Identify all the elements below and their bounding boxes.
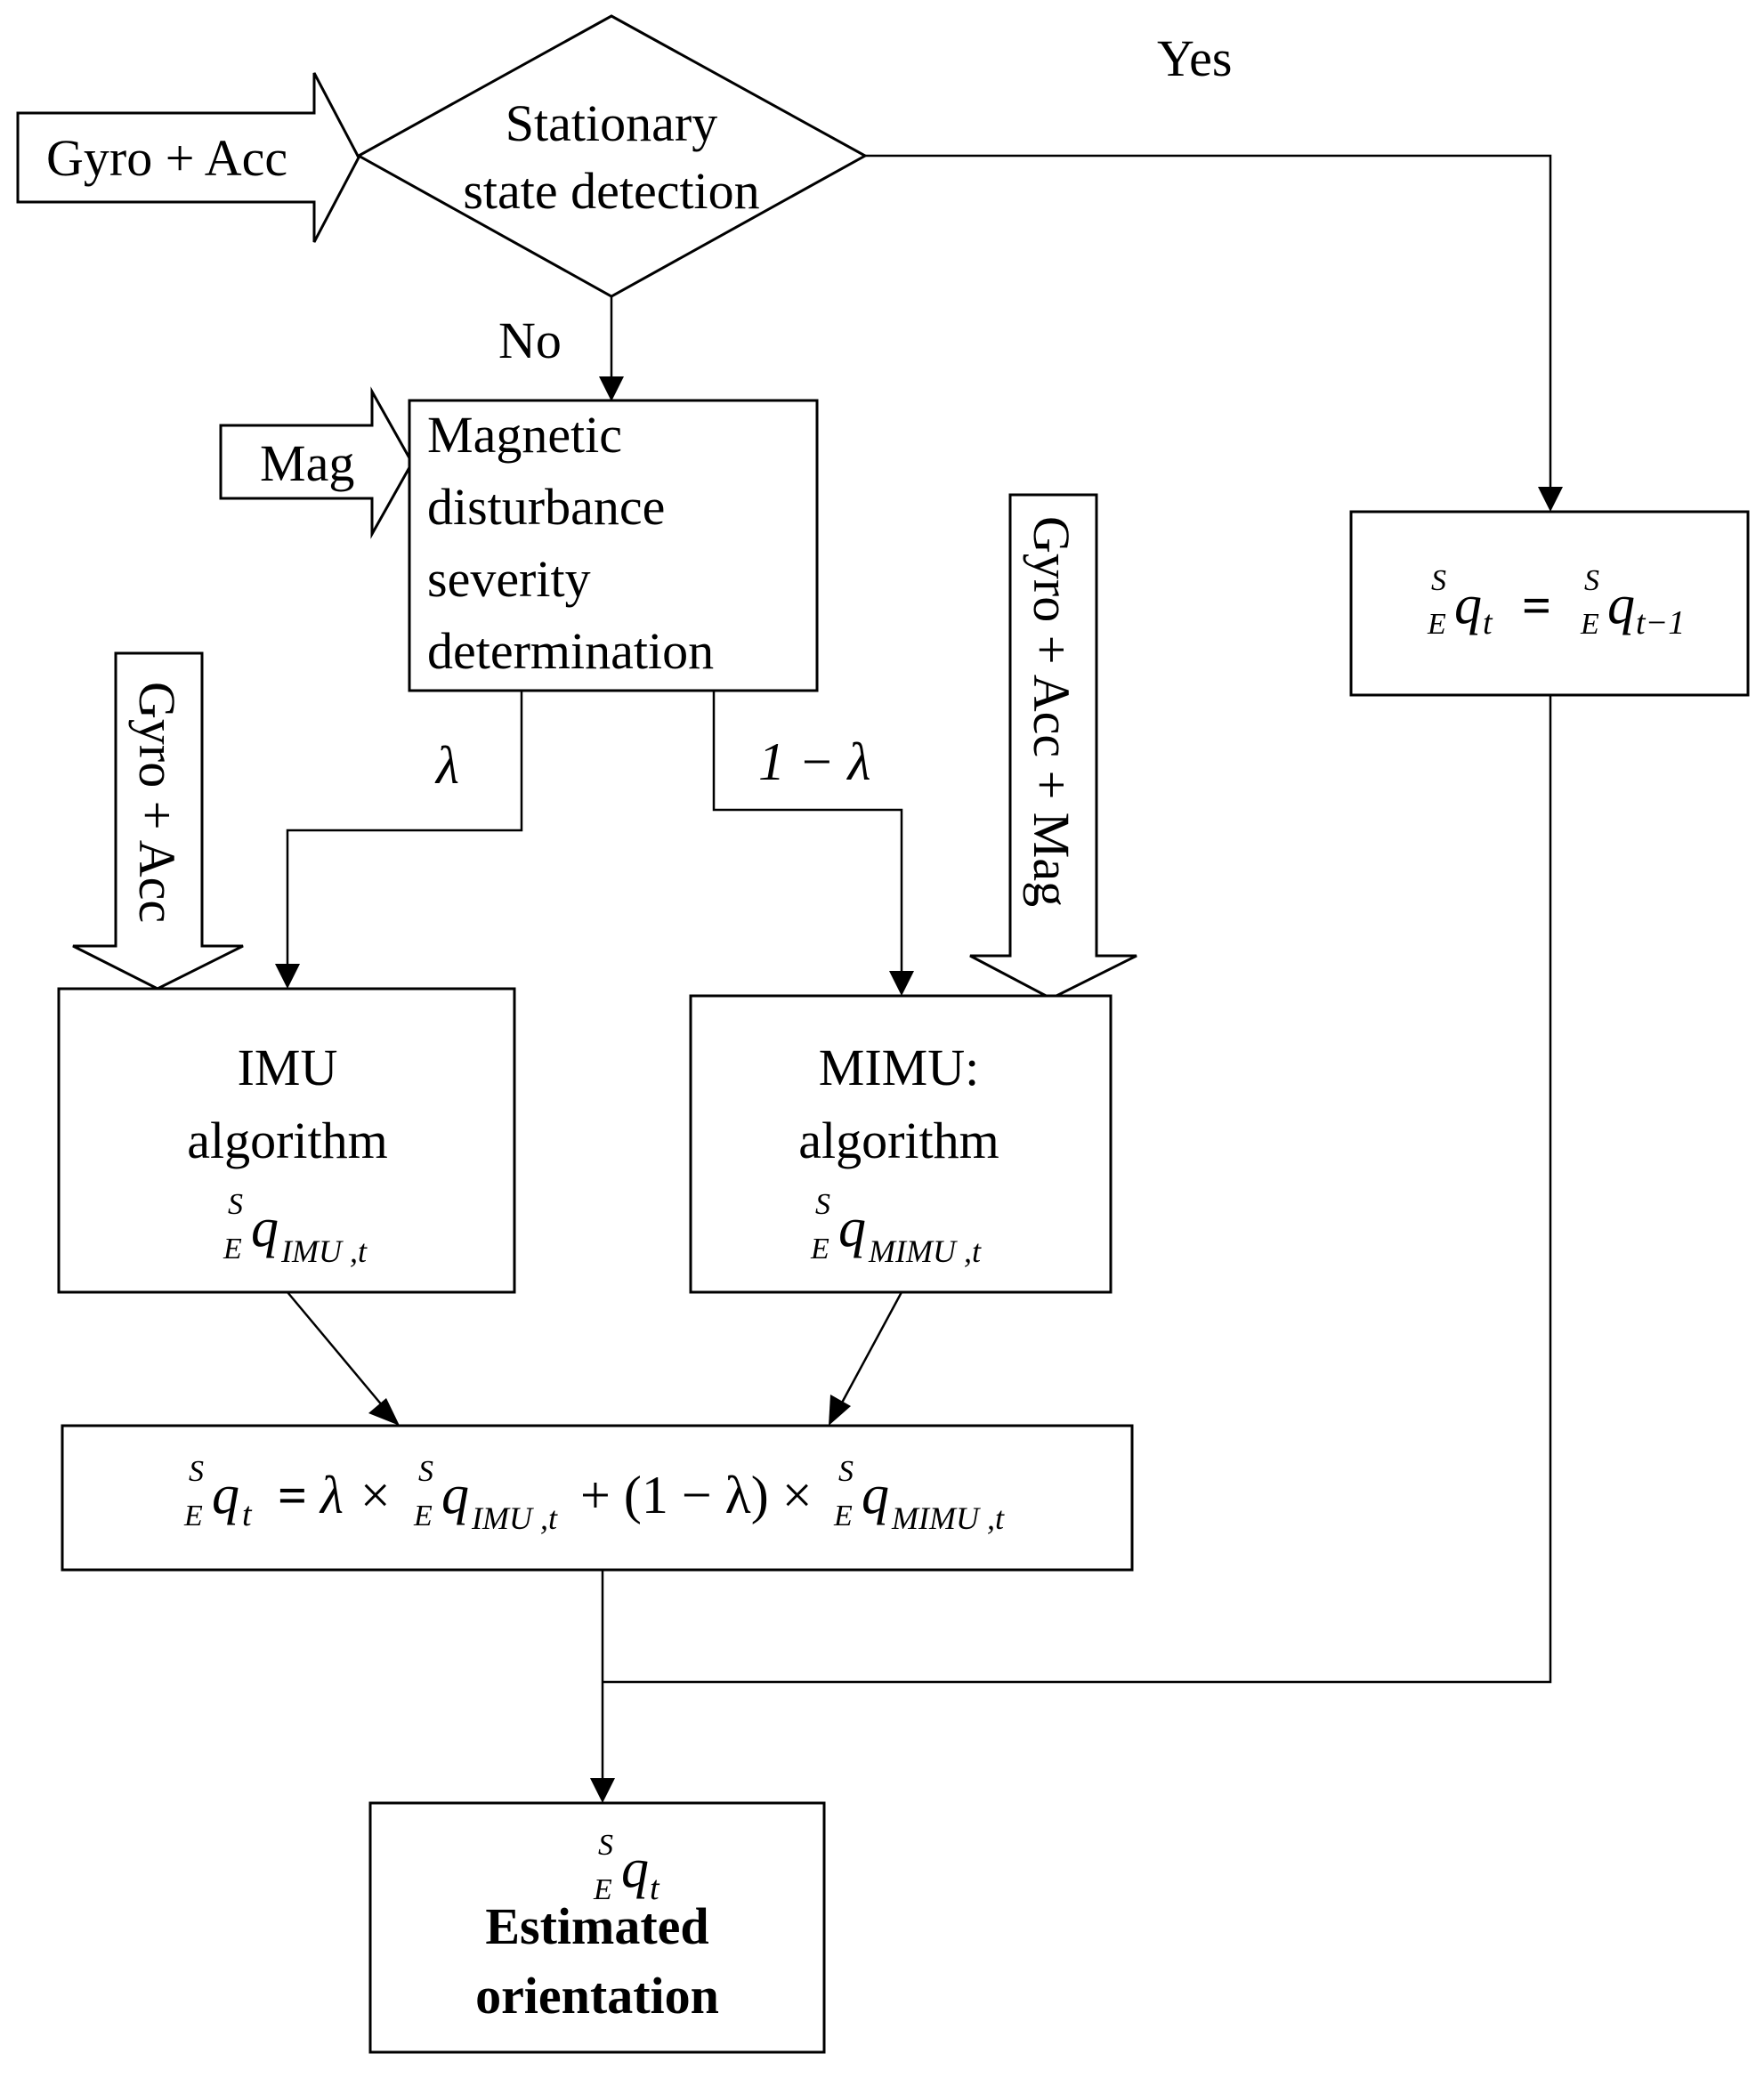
svg-text:q: q xyxy=(1607,575,1635,635)
svg-text:E: E xyxy=(810,1233,829,1265)
label-yes: Yes xyxy=(1157,29,1232,87)
svg-text:q: q xyxy=(441,1465,469,1525)
input-label-gyro-acc-vertical: Gyro + Acc xyxy=(128,682,186,923)
arrowhead-mimu-to-combine xyxy=(829,1395,851,1426)
input-arrow-gyro-acc xyxy=(16,72,360,243)
svg-text:E: E xyxy=(833,1500,853,1532)
input-label-gyro-acc: Gyro + Acc xyxy=(46,129,287,187)
svg-text:E: E xyxy=(1580,608,1599,641)
estimated-line1: Estimated xyxy=(485,1897,708,1955)
estimated-orientation-box xyxy=(368,1801,826,2054)
connector-one-minus-lambda xyxy=(712,691,903,974)
svg-text:t: t xyxy=(242,1496,253,1533)
input-arrow-mag xyxy=(219,386,414,539)
svg-text:S: S xyxy=(815,1188,830,1221)
magnetic-line1: Magnetic xyxy=(427,406,622,464)
svg-text:E: E xyxy=(183,1500,203,1532)
imu-algorithm-box xyxy=(57,987,516,1294)
arrowhead-one-minus-lambda xyxy=(889,971,914,996)
arrowhead-lambda xyxy=(275,964,300,989)
arrowhead-no xyxy=(599,376,624,401)
svg-text:q: q xyxy=(251,1198,279,1258)
formula-hold: S E q t = S E q t−1 xyxy=(1427,564,1685,642)
svg-text:S: S xyxy=(838,1455,854,1488)
label-one-minus-lambda: 1 − λ xyxy=(758,732,870,791)
magnetic-line2: disturbance xyxy=(427,478,665,536)
weighted-combination-box xyxy=(61,1424,1134,1572)
svg-text:t−1: t−1 xyxy=(1636,604,1685,642)
imu-line1: IMU xyxy=(238,1039,338,1096)
connector-imu-to-combine xyxy=(287,1291,384,1407)
svg-text:+ (1 − λ) ×: + (1 − λ) × xyxy=(580,1466,813,1524)
svg-text:t: t xyxy=(650,1870,660,1907)
svg-text:t: t xyxy=(1483,604,1493,642)
label-lambda: λ xyxy=(434,736,459,795)
svg-text:q: q xyxy=(838,1198,866,1258)
svg-text:IMU ,t: IMU ,t xyxy=(471,1500,558,1536)
svg-text:q: q xyxy=(212,1465,239,1525)
svg-text:IMU ,t: IMU ,t xyxy=(280,1233,368,1269)
svg-text:S: S xyxy=(598,1829,613,1862)
mimu-line1: MIMU: xyxy=(819,1039,979,1096)
magnetic-line3: severity xyxy=(427,550,591,608)
input-label-mag: Mag xyxy=(260,434,354,492)
formula-mimu: S E q MIMU ,t xyxy=(810,1188,982,1269)
input-arrow-gyro-acc-mag xyxy=(969,493,1137,1000)
input-arrow-gyro-acc-vertical xyxy=(72,651,244,990)
svg-text:S: S xyxy=(228,1188,243,1221)
formula-imu: S E q IMU ,t xyxy=(223,1188,368,1269)
connector-yes xyxy=(865,154,1552,491)
svg-text:λ ×: λ × xyxy=(319,1466,392,1524)
svg-text:E: E xyxy=(223,1233,242,1265)
estimated-line2: orientation xyxy=(475,1967,719,2025)
stationary-state-decision xyxy=(355,14,869,298)
connector-hold-return xyxy=(603,695,1552,1684)
arrowhead-to-estimated xyxy=(590,1778,615,1803)
svg-text:q: q xyxy=(862,1465,889,1525)
svg-text:q: q xyxy=(621,1839,649,1899)
connector-mimu-to-combine xyxy=(839,1291,903,1405)
formula-estimated: S E q t xyxy=(593,1829,660,1907)
input-label-gyro-acc-mag: Gyro + Acc + Mag xyxy=(1023,516,1080,907)
svg-text:E: E xyxy=(413,1500,433,1532)
connector-lambda xyxy=(286,691,523,967)
mimu-line2: algorithm xyxy=(798,1112,999,1169)
decision-line2: state detection xyxy=(463,162,759,220)
formula-combination: S E q t = λ × S E q IMU ,t + (1 − λ) × S… xyxy=(183,1455,1005,1536)
mimu-algorithm-box xyxy=(689,994,1113,1294)
svg-text:MIMU ,t: MIMU ,t xyxy=(891,1500,1005,1536)
svg-text:S: S xyxy=(418,1455,433,1488)
svg-text:E: E xyxy=(1427,608,1446,641)
svg-text:q: q xyxy=(1454,575,1482,635)
arrowhead-yes xyxy=(1538,487,1563,512)
svg-text:MIMU ,t: MIMU ,t xyxy=(868,1233,982,1269)
magnetic-disturbance-box xyxy=(408,399,819,692)
svg-text:E: E xyxy=(593,1873,612,1906)
svg-text:=: = xyxy=(1522,577,1551,635)
magnetic-line4: determination xyxy=(427,622,714,680)
decision-line1: Stationary xyxy=(506,94,717,152)
label-no: No xyxy=(498,311,562,369)
arrowhead-imu-to-combine xyxy=(368,1398,400,1426)
hold-orientation-box xyxy=(1349,510,1750,697)
svg-text:=: = xyxy=(278,1467,307,1524)
imu-line2: algorithm xyxy=(187,1112,388,1169)
svg-text:S: S xyxy=(189,1455,204,1488)
svg-text:S: S xyxy=(1584,564,1599,597)
svg-text:S: S xyxy=(1431,564,1446,597)
